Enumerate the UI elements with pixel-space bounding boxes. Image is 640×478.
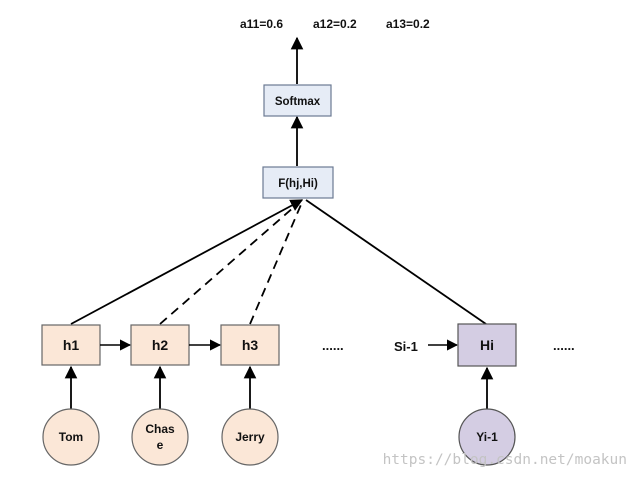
output-a12: a12=0.2	[313, 17, 357, 31]
output-a13: a13=0.2	[386, 17, 430, 31]
softmax-label: Softmax	[275, 96, 321, 108]
chase-label-line1: Chas	[145, 422, 175, 436]
h2-label: h2	[152, 337, 169, 353]
score-node: F(hj,Hi)	[262, 166, 334, 199]
h3-node: h3	[220, 324, 280, 366]
h3-label: h3	[242, 337, 259, 353]
h1-label: h1	[63, 337, 80, 353]
hi-node: Hi	[457, 323, 517, 367]
score-label: F(hj,Hi)	[278, 178, 318, 190]
s-prev-label: Si-1	[394, 339, 418, 354]
yi-label: Yi-1	[476, 430, 498, 444]
edge-h3-to-score	[249, 199, 304, 325]
yi-node: Yi-1	[458, 408, 516, 466]
tom-node: Tom	[42, 408, 100, 466]
chase-node: Chas e	[131, 408, 189, 466]
tom-label: Tom	[59, 430, 83, 444]
h1-node: h1	[41, 324, 101, 366]
edge-h2-to-score	[159, 199, 303, 325]
jerry-node: Jerry	[221, 408, 279, 466]
chase-label-line2: e	[157, 438, 164, 452]
ellipsis-middle: ......	[322, 338, 344, 353]
h2-node: h2	[130, 324, 190, 366]
output-a11: a11=0.6	[240, 17, 283, 31]
softmax-node: Softmax	[263, 84, 332, 117]
watermark: https://blog.csdn.net/moakun	[383, 452, 627, 468]
hi-label: Hi	[480, 337, 494, 353]
edge-hi-to-score	[305, 199, 487, 325]
jerry-label: Jerry	[235, 430, 265, 444]
edge-h1-to-score	[70, 199, 304, 325]
ellipsis-right: ......	[553, 338, 575, 353]
